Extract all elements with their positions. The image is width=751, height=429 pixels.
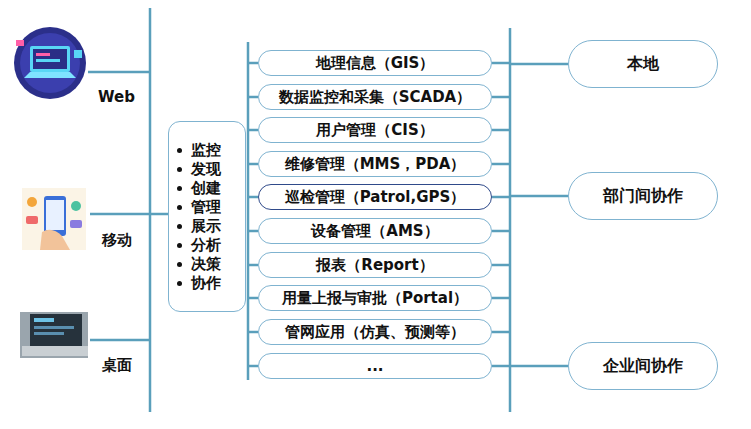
function-text: 分析: [191, 236, 221, 255]
module-pill: ...: [258, 353, 492, 379]
function-text: 协作: [191, 274, 221, 293]
module-text: 地理信息（GIS）: [316, 54, 435, 73]
bus-branch: [90, 213, 168, 216]
function-text: 管理: [191, 198, 221, 217]
module-pill: 用户管理（CIS）: [258, 117, 492, 143]
middle-bus: [247, 42, 250, 380]
list-item: 监控: [177, 141, 221, 160]
module-text: ...: [366, 357, 383, 375]
scope-text: 部门间协作: [603, 186, 683, 207]
list-item: 决策: [177, 255, 221, 274]
scope-text: 企业间协作: [603, 356, 683, 377]
scope-pill: 部门间协作: [568, 172, 718, 220]
bus-branch: [510, 195, 568, 198]
list-item: 发现: [177, 160, 221, 179]
platform-label: 桌面: [102, 356, 132, 375]
row-branches: [248, 63, 510, 366]
module-pill: 维修管理（MMS，PDA）: [258, 151, 492, 177]
list-item: 创建: [177, 179, 221, 198]
function-text: 创建: [191, 179, 221, 198]
module-text: 管网应用（仿真、预测等）: [285, 323, 465, 342]
bullet: [177, 167, 182, 172]
scope-pill: 企业间协作: [568, 342, 718, 390]
function-text: 展示: [191, 217, 221, 236]
module-pill: 数据监控和采集（SCADA）: [258, 84, 492, 110]
bullet: [177, 262, 182, 267]
list-item: 展示: [177, 217, 221, 236]
function-text: 发现: [191, 160, 221, 179]
module-text: 数据监控和采集（SCADA）: [279, 88, 471, 107]
bus-branch: [510, 63, 568, 66]
module-pill: 报表（Report）: [258, 252, 492, 278]
module-pill: 巡检管理（Patrol,GPS）: [258, 184, 492, 210]
bus-branch: [88, 71, 150, 74]
bus-branch: [510, 365, 568, 368]
bullet: [177, 186, 182, 191]
module-pill: 用量上报与审批（Portal）: [258, 285, 492, 311]
function-text: 决策: [191, 255, 221, 274]
module-text: 维修管理（MMS，PDA）: [285, 155, 466, 174]
bullet: [177, 205, 182, 210]
module-pill: 地理信息（GIS）: [258, 50, 492, 76]
module-text: 巡检管理（Patrol,GPS）: [285, 188, 466, 207]
module-text: 用户管理（CIS）: [316, 121, 433, 140]
mobile-illustration: [22, 188, 86, 250]
bullet: [177, 224, 182, 229]
scope-text: 本地: [627, 54, 659, 75]
module-text: 报表（Report）: [316, 256, 433, 275]
module-text: 用量上报与审批（Portal）: [282, 289, 468, 308]
right-bus: [509, 28, 512, 412]
bullet: [177, 281, 182, 286]
list-item: 分析: [177, 236, 221, 255]
desktop-illustration: [20, 312, 88, 358]
module-text: 设备管理（AMS）: [311, 222, 438, 241]
bullet: [177, 243, 182, 248]
bullet: [177, 148, 182, 153]
left-bus: [149, 8, 152, 412]
list-item: 协作: [177, 274, 221, 293]
platform-label: 移动: [102, 231, 132, 250]
platform-label: Web: [98, 88, 135, 106]
scope-pill: 本地: [568, 40, 718, 88]
function-list-box: 监控发现创建管理展示分析决策协作: [168, 121, 246, 312]
module-pill: 管网应用（仿真、预测等）: [258, 319, 492, 345]
module-pill: 设备管理（AMS）: [258, 218, 492, 244]
web-illustration: [14, 27, 86, 99]
bus-lines: [88, 8, 568, 412]
function-text: 监控: [191, 141, 221, 160]
bus-branch: [90, 339, 150, 342]
list-item: 管理: [177, 198, 221, 217]
